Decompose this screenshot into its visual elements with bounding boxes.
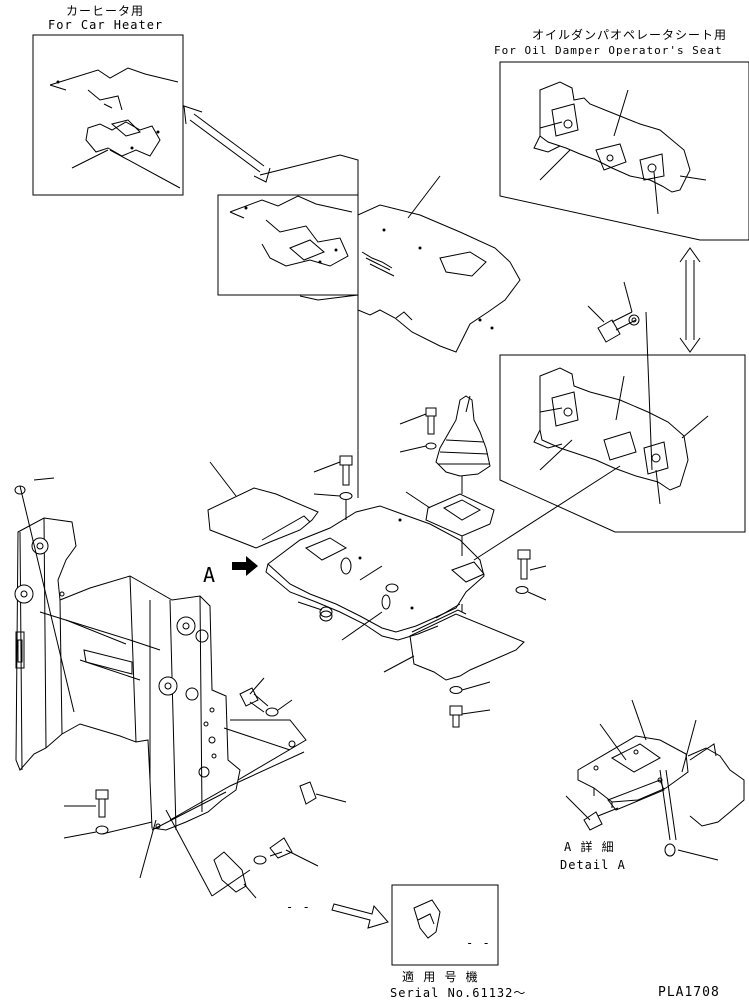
dash-inset: - - <box>466 936 491 950</box>
floor-plate-main <box>259 154 521 498</box>
detail-a-label-jp: A 詳 細 <box>564 840 615 854</box>
floor-plate-inset <box>217 194 359 296</box>
view-marker-a: A <box>203 563 216 587</box>
hollow-arrow <box>331 903 389 929</box>
car-heater-label-jp: カーヒータ用 <box>66 4 145 18</box>
detail-a <box>565 699 745 861</box>
oil-damper-label-jp: オイルダンパオペレータシート用 <box>532 28 728 42</box>
plate-small-parts <box>297 557 399 641</box>
lever-boot <box>435 395 491 494</box>
bolt-bottom-left <box>63 789 157 879</box>
bolt-lower-center <box>449 681 491 728</box>
double-arrow-seat <box>679 247 701 353</box>
drawing-code: PLA1708 <box>658 985 720 1000</box>
bolt-left-upper <box>313 455 353 520</box>
double-arrow-heater <box>183 105 271 183</box>
serial-label-jp: 適 用 号 機 <box>402 970 479 984</box>
center-floor-plate <box>265 505 485 641</box>
oil-damper-inset-mid <box>499 354 746 533</box>
cover-plate <box>207 461 319 549</box>
frame-bolt-washer <box>239 677 293 717</box>
detail-a-label-en: Detail A <box>560 858 626 872</box>
boot-plate <box>405 491 495 556</box>
lower-cover <box>383 604 525 681</box>
car-heater-label-en: For Car Heater <box>48 18 164 32</box>
dash-left: - - <box>286 900 311 914</box>
serial-inset <box>391 884 499 966</box>
oil-damper-inset-top <box>499 61 749 241</box>
serial-label-en: Serial No.61132～ <box>390 986 527 1000</box>
bolt-upper-center <box>399 407 437 453</box>
view-arrow-a <box>232 556 258 576</box>
leader-seat-to-plate <box>473 465 621 561</box>
lower-bracket <box>165 809 319 899</box>
car-heater-inset <box>32 34 184 196</box>
main-frame <box>14 477 307 831</box>
bolt-right <box>515 549 547 601</box>
oil-damper-label-en: For Oil Damper Operator's Seat <box>494 44 723 57</box>
seat-bolt-washer <box>587 281 653 471</box>
clip-part <box>299 781 347 805</box>
